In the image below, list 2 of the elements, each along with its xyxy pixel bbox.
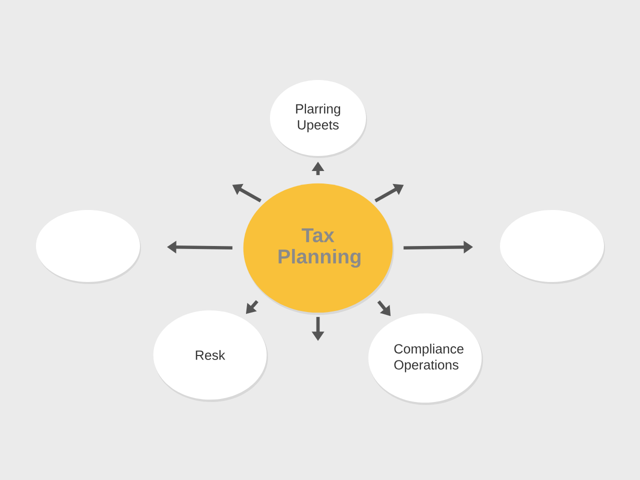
empty-circle — [500, 210, 605, 284]
empty-circle — [36, 210, 141, 284]
